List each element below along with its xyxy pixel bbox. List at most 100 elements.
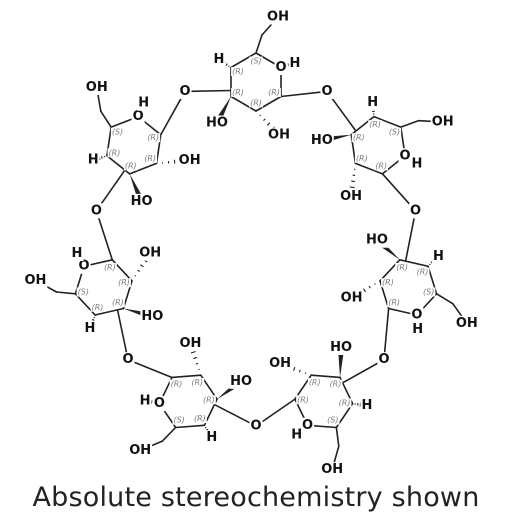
stereo-descriptor: (R) bbox=[232, 67, 244, 76]
glycosidic-bond bbox=[280, 90, 328, 98]
glycosidic-bond bbox=[95, 210, 114, 261]
ring-bond bbox=[171, 374, 202, 379]
glycosidic-bond bbox=[184, 89, 232, 93]
hydrogen-label: H bbox=[140, 394, 151, 409]
glycosidic-oxygen-label: O bbox=[122, 352, 133, 367]
ch2-bond bbox=[400, 119, 420, 128]
glycosidic-bond bbox=[116, 309, 129, 361]
ch2-bond bbox=[335, 426, 340, 448]
stereo-descriptor: (R) bbox=[144, 154, 156, 163]
hydroxyl-label: OH bbox=[268, 128, 290, 143]
stereo-descriptor: (R) bbox=[191, 378, 203, 387]
glycosidic-bond bbox=[383, 307, 390, 361]
stereo-descriptor: (R) bbox=[268, 88, 280, 97]
stereo-descriptor: (R) bbox=[203, 395, 215, 404]
stereo-descriptor: (S) bbox=[112, 128, 123, 137]
glycosidic-bond bbox=[213, 403, 257, 427]
glycosidic-oxygen-label: O bbox=[378, 352, 389, 367]
ring-oxygen-label: O bbox=[302, 418, 313, 433]
stereo-descriptor: (R) bbox=[118, 278, 130, 287]
stereo-descriptor: (R) bbox=[125, 161, 137, 170]
hydrogen-label: H bbox=[206, 430, 217, 445]
stereo-descriptor: (R) bbox=[112, 298, 124, 307]
stereo-descriptor: (R) bbox=[104, 263, 116, 272]
hydrogen-label: H bbox=[85, 321, 96, 336]
ring-bond bbox=[174, 424, 206, 429]
hydroxyl-label: OH bbox=[340, 189, 362, 204]
ring-oxygen-label: O bbox=[411, 307, 422, 322]
stereo-descriptor: (S) bbox=[423, 288, 434, 297]
hydroxymethyl-label: OH bbox=[456, 316, 478, 331]
ring-bond bbox=[255, 95, 282, 112]
ring-oxygen-label: O bbox=[133, 109, 144, 124]
glycosidic-bond bbox=[127, 358, 173, 379]
hydroxyl-label: OH bbox=[179, 153, 201, 168]
stereo-descriptor: (R) bbox=[297, 395, 309, 404]
label-layer: OHOOHOHHH(R)(R)(R)(S)(R)OOHOOHOHHH(R)(R)… bbox=[23, 9, 479, 477]
hydroxyl-label: HO bbox=[230, 374, 252, 389]
stereo-descriptor: (R) bbox=[309, 378, 321, 387]
hydrogen-label: H bbox=[72, 246, 83, 261]
stereo-descriptor: (R) bbox=[356, 154, 368, 163]
hydrogen-label: H bbox=[433, 249, 444, 264]
ring-bond bbox=[230, 95, 257, 112]
stereo-descriptor: (S) bbox=[250, 57, 261, 66]
stereo-descriptor: (R) bbox=[396, 263, 408, 272]
ch2-bond bbox=[100, 110, 112, 128]
hydroxyl-label: OH bbox=[180, 336, 202, 351]
ring-bond bbox=[106, 154, 131, 175]
ch2-bond bbox=[55, 291, 77, 295]
stereo-descriptor: (R) bbox=[250, 98, 262, 107]
ring-bond bbox=[128, 162, 158, 175]
glycosidic-oxygen-label: O bbox=[179, 84, 190, 99]
hydroxyl-label: OH bbox=[269, 356, 291, 371]
hydroxymethyl-label: OH bbox=[432, 114, 454, 129]
stereo-descriptor: (R) bbox=[109, 148, 121, 157]
hydrogen-label: H bbox=[291, 427, 302, 442]
hydroxymethyl-label: OH bbox=[321, 462, 343, 477]
stereo-descriptor: (R) bbox=[147, 133, 159, 142]
hydroxymethyl-label: OH bbox=[86, 80, 108, 95]
stereo-descriptor: (R) bbox=[417, 268, 429, 277]
stereo-descriptor: (R) bbox=[369, 120, 381, 129]
hydroxymethyl-label: OH bbox=[267, 10, 289, 25]
ch2-bond bbox=[435, 293, 454, 305]
hydroxyl-label: OH bbox=[139, 246, 161, 261]
caption-text: Absolute stereochemistry shown bbox=[32, 482, 480, 513]
glycosidic-bond bbox=[404, 210, 417, 262]
hydrogen-label: H bbox=[361, 398, 372, 413]
stereo-descriptor: (R) bbox=[171, 380, 183, 389]
stereo-descriptor: (R) bbox=[382, 278, 394, 287]
hydrogen-label: H bbox=[412, 322, 423, 337]
hydrogen-label: H bbox=[411, 157, 422, 172]
glycosidic-oxygen-label: O bbox=[410, 203, 421, 218]
ring-bond bbox=[94, 307, 125, 316]
stereo-descriptor: (R) bbox=[375, 161, 387, 170]
stereo-descriptor: (S) bbox=[327, 416, 338, 425]
glycosidic-oxygen-label: O bbox=[321, 84, 332, 99]
stereo-descriptor: (R) bbox=[194, 414, 206, 423]
hydroxyl-label: HO bbox=[330, 340, 352, 355]
ring-oxygen-label: O bbox=[78, 259, 89, 274]
glycosidic-oxygen-label: O bbox=[250, 419, 261, 434]
ch2-bond bbox=[161, 426, 177, 442]
hydrogen-label: H bbox=[88, 153, 99, 168]
glycosidic-oxygen-label: O bbox=[91, 203, 102, 218]
hydroxyl-label: HO bbox=[131, 194, 153, 209]
stereo-descriptor: (R) bbox=[388, 298, 400, 307]
ring-bond bbox=[350, 115, 375, 136]
stereo-descriptor: (R) bbox=[353, 133, 365, 142]
hydroxyl-label: HO bbox=[206, 116, 228, 131]
hydrogen-label: H bbox=[214, 52, 225, 67]
ring-bond bbox=[354, 162, 384, 175]
hydroxymethyl-label: OH bbox=[24, 273, 46, 288]
stereo-descriptor: (R) bbox=[232, 88, 244, 97]
stereo-descriptor: (S) bbox=[389, 128, 400, 137]
hydrogen-label: H bbox=[367, 95, 378, 110]
stereo-descriptor: (R) bbox=[330, 380, 342, 389]
molecule-svg: OHOOHOHHH(R)(R)(R)(S)(R)OOHOOHOHHH(R)(R)… bbox=[23, 9, 479, 477]
hydrogen-label: H bbox=[138, 96, 149, 111]
ring-bond bbox=[373, 115, 402, 128]
stereo-descriptor: (R) bbox=[339, 398, 351, 407]
